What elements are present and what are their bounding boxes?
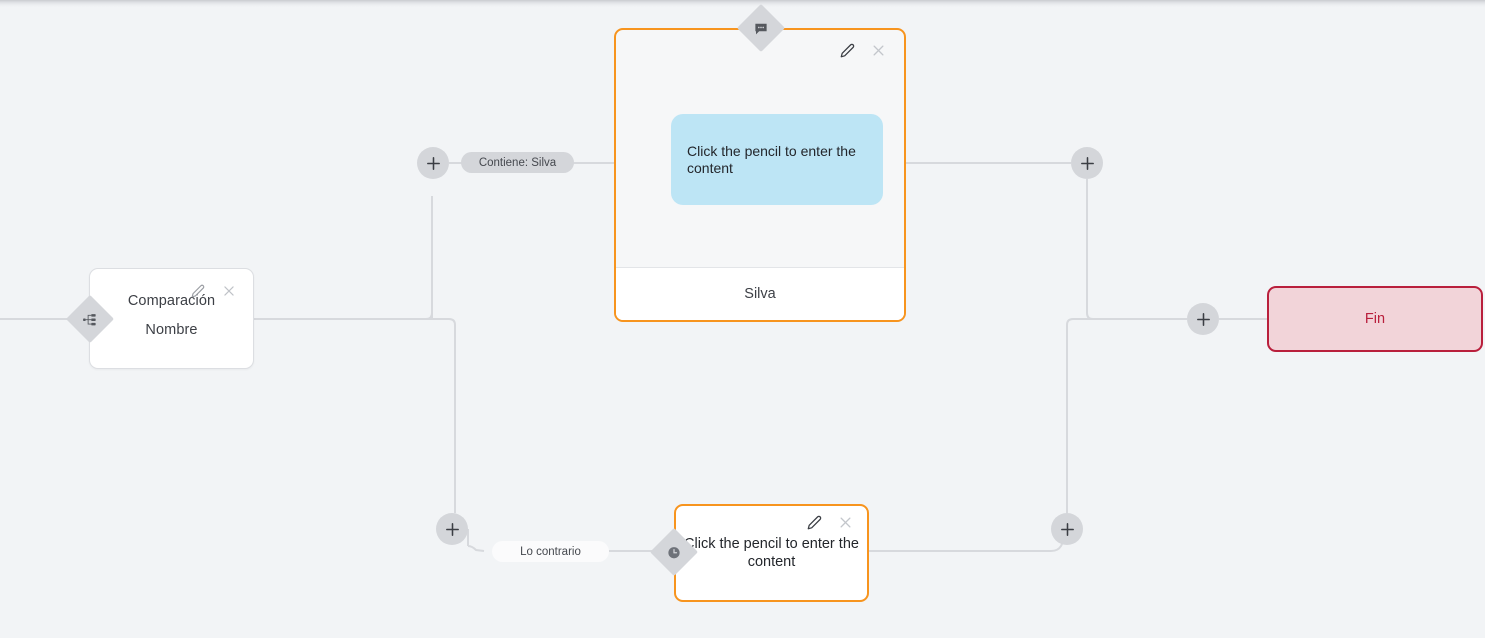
close-icon[interactable] xyxy=(870,42,886,58)
chat-bubble-icon[interactable] xyxy=(736,3,786,53)
pencil-icon[interactable] xyxy=(190,283,206,299)
message-card-2-actions xyxy=(806,514,853,530)
pencil-icon[interactable] xyxy=(806,514,822,530)
comparison-node[interactable]: Comparación Nombre xyxy=(89,268,254,369)
plus-icon xyxy=(425,155,442,172)
plus-icon xyxy=(1079,155,1096,172)
edge-label-condition-true[interactable]: Contiene: Silva xyxy=(461,152,574,173)
edge-label-condition-false[interactable]: Lo contrario xyxy=(492,541,609,562)
add-node-true-branch-button[interactable] xyxy=(417,147,449,179)
message-card[interactable]: Click the pencil to enter the content Si… xyxy=(614,28,906,322)
message-card-actions xyxy=(839,42,886,58)
branch-node-icon[interactable] xyxy=(65,294,115,344)
add-node-after-card2-button[interactable] xyxy=(1051,513,1083,545)
plus-icon xyxy=(1195,311,1212,328)
comparison-node-actions xyxy=(190,283,237,299)
message-card-footer: Silva xyxy=(616,267,904,320)
close-icon[interactable] xyxy=(221,283,237,299)
add-node-false-branch-button[interactable] xyxy=(436,513,468,545)
clock-icon[interactable] xyxy=(649,527,699,577)
close-icon[interactable] xyxy=(837,514,853,530)
end-node[interactable]: Fin xyxy=(1267,286,1483,352)
add-node-before-end-button[interactable] xyxy=(1187,303,1219,335)
add-node-after-message-button[interactable] xyxy=(1071,147,1103,179)
comparison-node-subtitle: Nombre xyxy=(145,322,198,338)
message-bubble[interactable]: Click the pencil to enter the content xyxy=(671,114,883,205)
pencil-icon[interactable] xyxy=(839,42,855,58)
plus-icon xyxy=(1059,521,1076,538)
message-card-2-text: Click the pencil to enter the content xyxy=(684,536,859,571)
plus-icon xyxy=(444,521,461,538)
message-card-2[interactable]: Click the pencil to enter the content xyxy=(674,504,869,602)
